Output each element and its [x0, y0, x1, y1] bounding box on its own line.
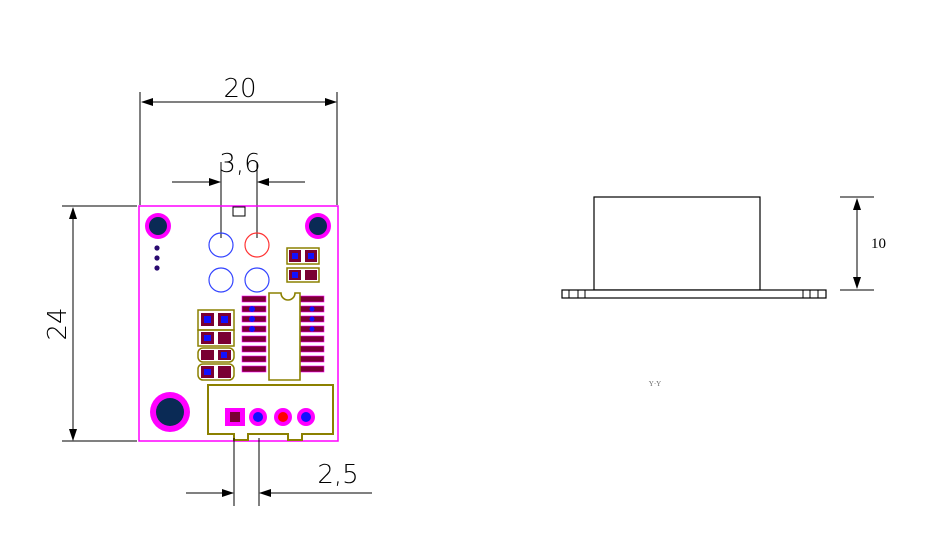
mounting-hole-top-left: [145, 213, 171, 239]
dimension-height-label: 24: [43, 307, 73, 340]
ic-footprint: [241, 292, 325, 381]
dimension-side-height-label: 10: [871, 236, 886, 252]
mounting-hole-top-right: [305, 213, 331, 239]
dimension-width: 20: [139, 74, 338, 205]
via-column: [154, 245, 160, 271]
smd-components-left: [197, 309, 235, 381]
side-view: 10 Y·Y: [561, 196, 886, 388]
dimension-led-spacing-label: 3,6: [219, 149, 260, 179]
dimension-side-height: 10: [840, 196, 886, 291]
pcb-base: [561, 289, 827, 299]
led-footprints: [208, 232, 270, 293]
smd-component-top-right: [286, 247, 320, 283]
mounting-hole-bottom-left: [150, 392, 190, 432]
dimension-width-label: 20: [223, 74, 256, 104]
dimension-pin-pitch-label: 2,5: [317, 460, 358, 490]
component-body: [593, 196, 761, 291]
board-notch: [232, 206, 246, 217]
side-view-caption: Y·Y: [649, 380, 661, 388]
connector-footprint: [207, 384, 334, 441]
dimension-pin-pitch: 2,5: [186, 438, 372, 506]
dimension-height: 24: [43, 205, 137, 442]
dimension-led-spacing: 3,6: [172, 149, 305, 238]
top-view: 20 3,6 24: [43, 74, 372, 506]
